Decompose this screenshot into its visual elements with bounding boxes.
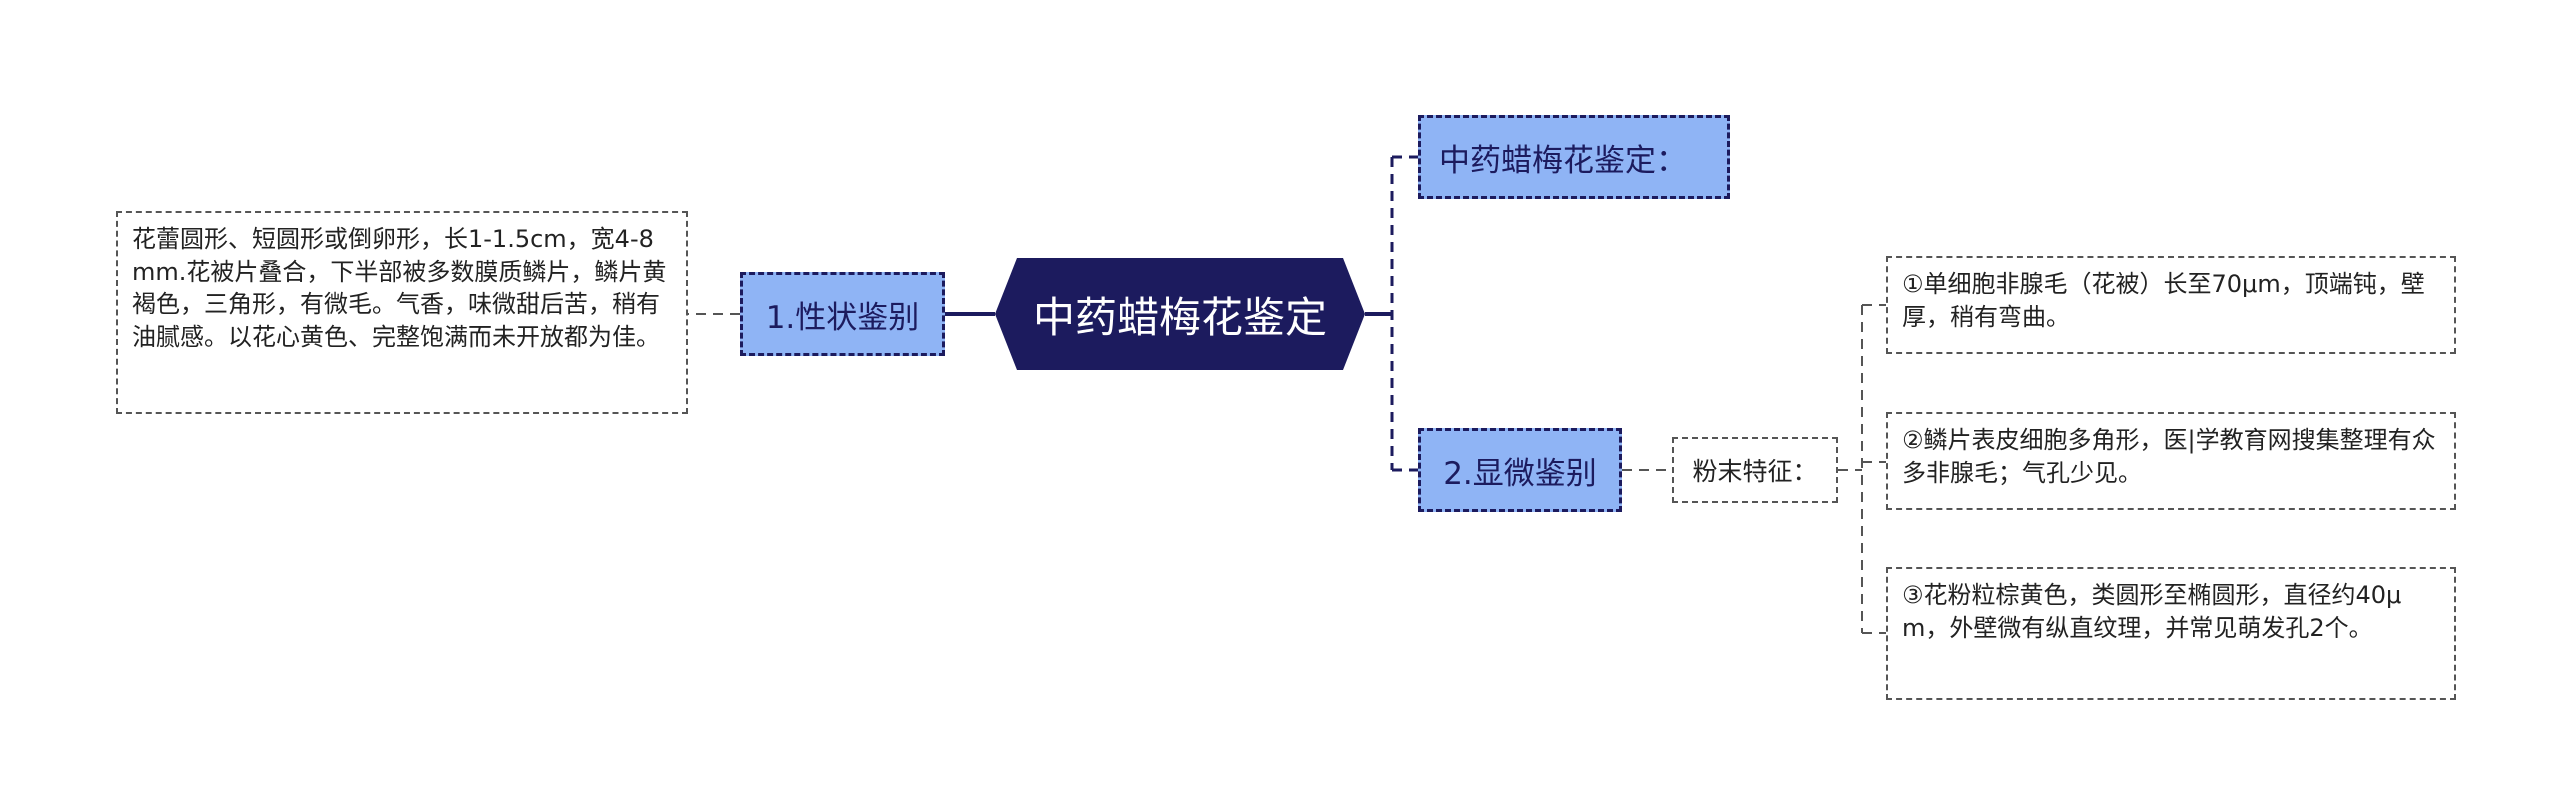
branch-identification-title[interactable]: 中药蜡梅花鉴定： bbox=[1418, 115, 1730, 199]
branch-identification-title-label: 中药蜡梅花鉴定： bbox=[1439, 142, 1687, 179]
character-detail-text: 花蕾圆形、短圆形或倒卵形，长1-1.5cm，宽4-8mm.花被片叠合，下半部被多… bbox=[132, 225, 667, 351]
powder-item-2[interactable]: ②鳞片表皮细胞多角形，医|学教育网搜集整理有众多非腺毛；气孔少见。 bbox=[1886, 412, 2456, 510]
powder-item-2-text: ②鳞片表皮细胞多角形，医|学教育网搜集整理有众多非腺毛；气孔少见。 bbox=[1902, 426, 2436, 487]
root-node[interactable]: 中药蜡梅花鉴定 bbox=[995, 258, 1365, 370]
powder-item-1[interactable]: ①单细胞非腺毛（花被）长至70μm，顶端钝，壁厚，稍有弯曲。 bbox=[1886, 256, 2456, 354]
root-node-label: 中药蜡梅花鉴定 bbox=[1032, 292, 1327, 342]
branch-microscopic-label: 2.显微鉴别 bbox=[1443, 455, 1597, 492]
branch-character[interactable]: 1.性状鉴别 bbox=[740, 272, 945, 356]
powder-item-3[interactable]: ③花粉粒棕黄色，类圆形至椭圆形，直径约40μm，外壁微有纵直纹理，并常见萌发孔2… bbox=[1886, 567, 2456, 700]
branch-character-label: 1.性状鉴别 bbox=[765, 299, 920, 336]
powder-node[interactable]: 粉末特征： bbox=[1672, 437, 1838, 503]
branch-microscopic[interactable]: 2.显微鉴别 bbox=[1418, 428, 1622, 512]
powder-item-3-text: ③花粉粒棕黄色，类圆形至椭圆形，直径约40μm，外壁微有纵直纹理，并常见萌发孔2… bbox=[1902, 581, 2402, 642]
powder-node-label: 粉末特征： bbox=[1692, 457, 1818, 486]
character-detail-node[interactable]: 花蕾圆形、短圆形或倒卵形，长1-1.5cm，宽4-8mm.花被片叠合，下半部被多… bbox=[116, 211, 688, 414]
powder-item-1-text: ①单细胞非腺毛（花被）长至70μm，顶端钝，壁厚，稍有弯曲。 bbox=[1902, 270, 2425, 331]
